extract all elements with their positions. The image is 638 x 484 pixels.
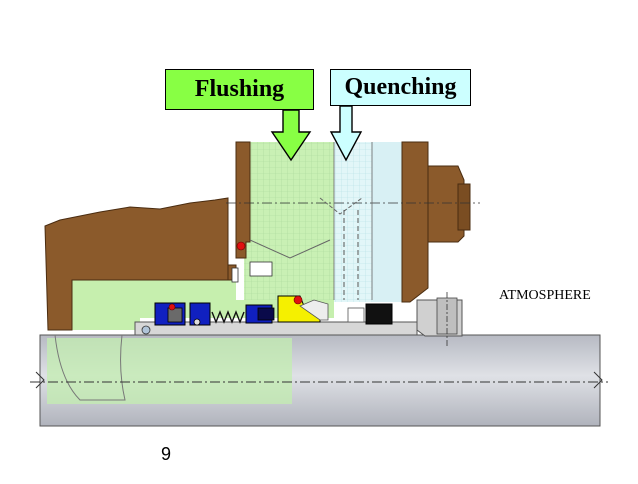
seal-ring-inner bbox=[167, 307, 183, 323]
gland-bushing bbox=[231, 267, 239, 283]
flushing-label: Flushing bbox=[165, 69, 314, 110]
gland-insert bbox=[249, 261, 273, 277]
shaft-highlight bbox=[47, 338, 292, 404]
o-ring-housing bbox=[236, 241, 246, 251]
flush-channel bbox=[249, 239, 331, 259]
set-screw bbox=[193, 318, 201, 326]
o-ring-face bbox=[293, 295, 303, 305]
quench-channel-top bbox=[319, 197, 363, 215]
seal-ring-right-dark bbox=[257, 307, 275, 321]
atmosphere-label: ATMOSPHERE bbox=[499, 288, 591, 303]
shaft-break-left bbox=[35, 371, 45, 389]
chamber-divider bbox=[333, 142, 373, 300]
o-ring-sleeve bbox=[168, 303, 176, 311]
shaft-break-right bbox=[593, 371, 603, 389]
quenching-label: Quenching bbox=[330, 69, 471, 106]
quench-chamber-right bbox=[372, 142, 402, 302]
quench-seal-gap bbox=[347, 307, 365, 323]
gland-flange bbox=[427, 165, 465, 243]
slide-number: 9 bbox=[161, 444, 172, 464]
stationary-seat bbox=[299, 299, 329, 321]
seal-housing bbox=[44, 197, 229, 331]
flushing-arrow bbox=[270, 109, 312, 162]
gland-bolt-nut bbox=[457, 183, 471, 231]
quenching-arrow bbox=[329, 105, 363, 162]
gland-left-wall bbox=[235, 141, 251, 259]
sleeve-screw bbox=[141, 325, 151, 335]
spring bbox=[211, 310, 245, 324]
quench-seal bbox=[365, 303, 393, 325]
shaft-curve bbox=[54, 334, 126, 401]
quench-channel-side bbox=[343, 210, 359, 300]
gland-right-wall bbox=[401, 141, 429, 303]
